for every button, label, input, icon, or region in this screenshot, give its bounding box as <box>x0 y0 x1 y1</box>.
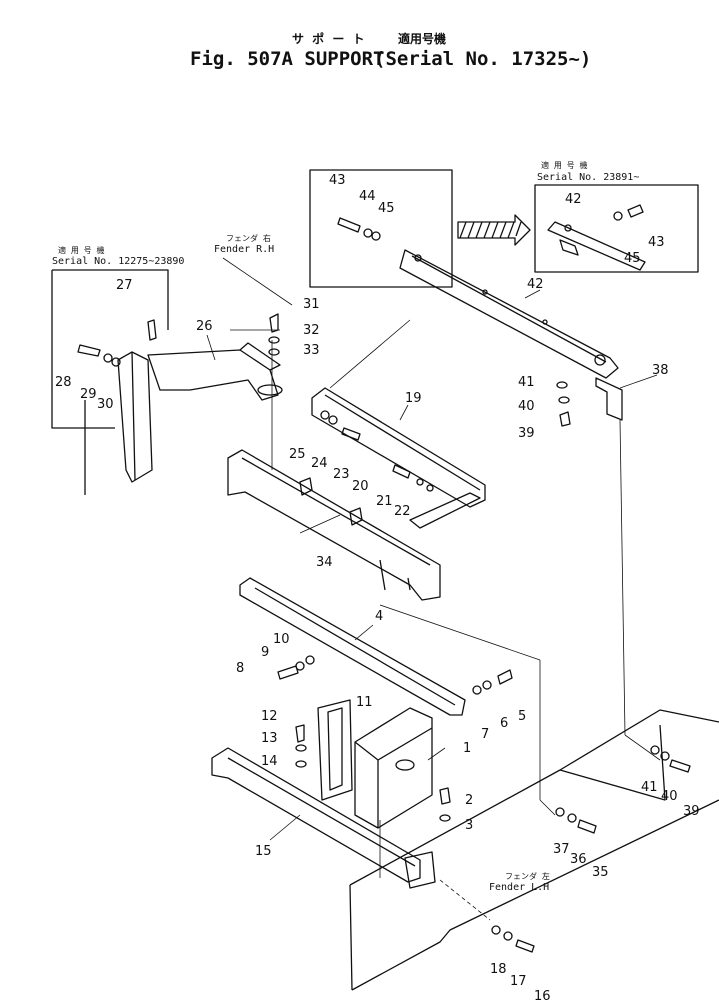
callout-17: 17 <box>510 974 527 989</box>
callout-28: 28 <box>55 375 72 390</box>
callout-31: 31 <box>303 297 320 312</box>
callout-23: 23 <box>333 467 350 482</box>
callout-44: 44 <box>359 189 376 204</box>
right-inset-serial: Serial No. 23891~ <box>537 172 640 183</box>
callout-2: 2 <box>465 793 473 808</box>
beam-34 <box>227 449 441 601</box>
part-callouts: 1 2 3 4 5 6 7 8 9 10 11 12 13 14 15 16 1… <box>55 173 700 1001</box>
callout-9: 9 <box>261 645 269 660</box>
callout-41-lower: 41 <box>641 780 658 795</box>
callout-37: 37 <box>553 842 570 857</box>
callout-6: 6 <box>500 716 508 731</box>
callout-41: 41 <box>518 375 535 390</box>
callout-29: 29 <box>80 387 97 402</box>
callout-1: 1 <box>463 741 471 756</box>
callout-16: 16 <box>534 989 551 1001</box>
fasteners <box>77 204 691 953</box>
bar-42-inset <box>547 221 646 271</box>
callout-39: 39 <box>518 426 535 441</box>
callout-14: 14 <box>261 754 278 769</box>
callout-40: 40 <box>518 399 535 414</box>
left-inset-box <box>51 269 169 429</box>
change-arrow-icon <box>457 214 531 246</box>
fender-rh-jp: フェンダ 右 <box>226 234 271 243</box>
callout-27: 27 <box>116 278 133 293</box>
left-inset-jp: 適 用 号 機 <box>58 246 105 255</box>
callout-45-inset: 45 <box>624 251 641 266</box>
callout-34: 34 <box>316 555 333 570</box>
callout-26: 26 <box>196 319 213 334</box>
callout-19: 19 <box>405 391 422 406</box>
callout-36: 36 <box>570 852 587 867</box>
figure-title: Fig. 507A SUPPORT <box>190 48 385 70</box>
callout-10: 10 <box>273 632 290 647</box>
callout-22: 22 <box>394 504 411 519</box>
fender-lh-label: Fender L.H <box>489 882 550 893</box>
callout-7: 7 <box>481 727 489 742</box>
arm-26 <box>147 342 283 401</box>
bar-42 <box>399 249 619 379</box>
callout-8: 8 <box>236 661 244 676</box>
callout-42: 42 <box>527 277 544 292</box>
callout-21: 21 <box>376 494 393 509</box>
callout-45: 45 <box>378 201 395 216</box>
callout-12: 12 <box>261 709 278 724</box>
callout-42-inset: 42 <box>565 192 582 207</box>
serial-japanese: 適用号機 <box>398 32 447 46</box>
callout-11: 11 <box>356 695 373 710</box>
right-inset-jp: 適 用 号 機 <box>541 161 588 170</box>
callout-5: 5 <box>518 709 526 724</box>
callout-18: 18 <box>490 962 507 977</box>
callout-38: 38 <box>652 363 669 378</box>
beam-15 <box>211 747 436 889</box>
title-japanese: サ ポ ー ト <box>292 32 367 46</box>
callout-39-lower: 39 <box>683 804 700 819</box>
bracket-11 <box>317 699 353 801</box>
stand-left <box>84 351 153 495</box>
callout-33: 33 <box>303 343 320 358</box>
box-1 <box>354 707 433 829</box>
callout-43: 43 <box>329 173 346 188</box>
callout-43-inset: 43 <box>648 235 665 250</box>
fender-lh <box>349 709 719 991</box>
callout-leaders <box>206 289 658 841</box>
callout-35: 35 <box>592 865 609 880</box>
callout-3: 3 <box>465 818 473 833</box>
frame-19 <box>311 387 486 529</box>
callout-25: 25 <box>289 447 306 462</box>
plate-4 <box>239 577 466 716</box>
serial-range: (Serial No. 17325~) <box>374 48 592 70</box>
callout-13: 13 <box>261 731 278 746</box>
callout-32: 32 <box>303 323 320 338</box>
callout-20: 20 <box>352 479 369 494</box>
callout-24: 24 <box>311 456 328 471</box>
fender-lh-jp: フェンダ 左 <box>505 872 550 881</box>
fender-rh-label: Fender R.H <box>214 244 275 255</box>
top-center-inset-box <box>309 169 453 288</box>
right-inset-box <box>534 184 699 273</box>
callout-4: 4 <box>375 609 383 624</box>
left-inset-serial: Serial No. 12275~23890 <box>52 256 185 267</box>
callout-15: 15 <box>255 844 272 859</box>
callout-40-lower: 40 <box>661 789 678 804</box>
bracket-38 <box>595 377 623 421</box>
callout-30: 30 <box>97 397 114 412</box>
